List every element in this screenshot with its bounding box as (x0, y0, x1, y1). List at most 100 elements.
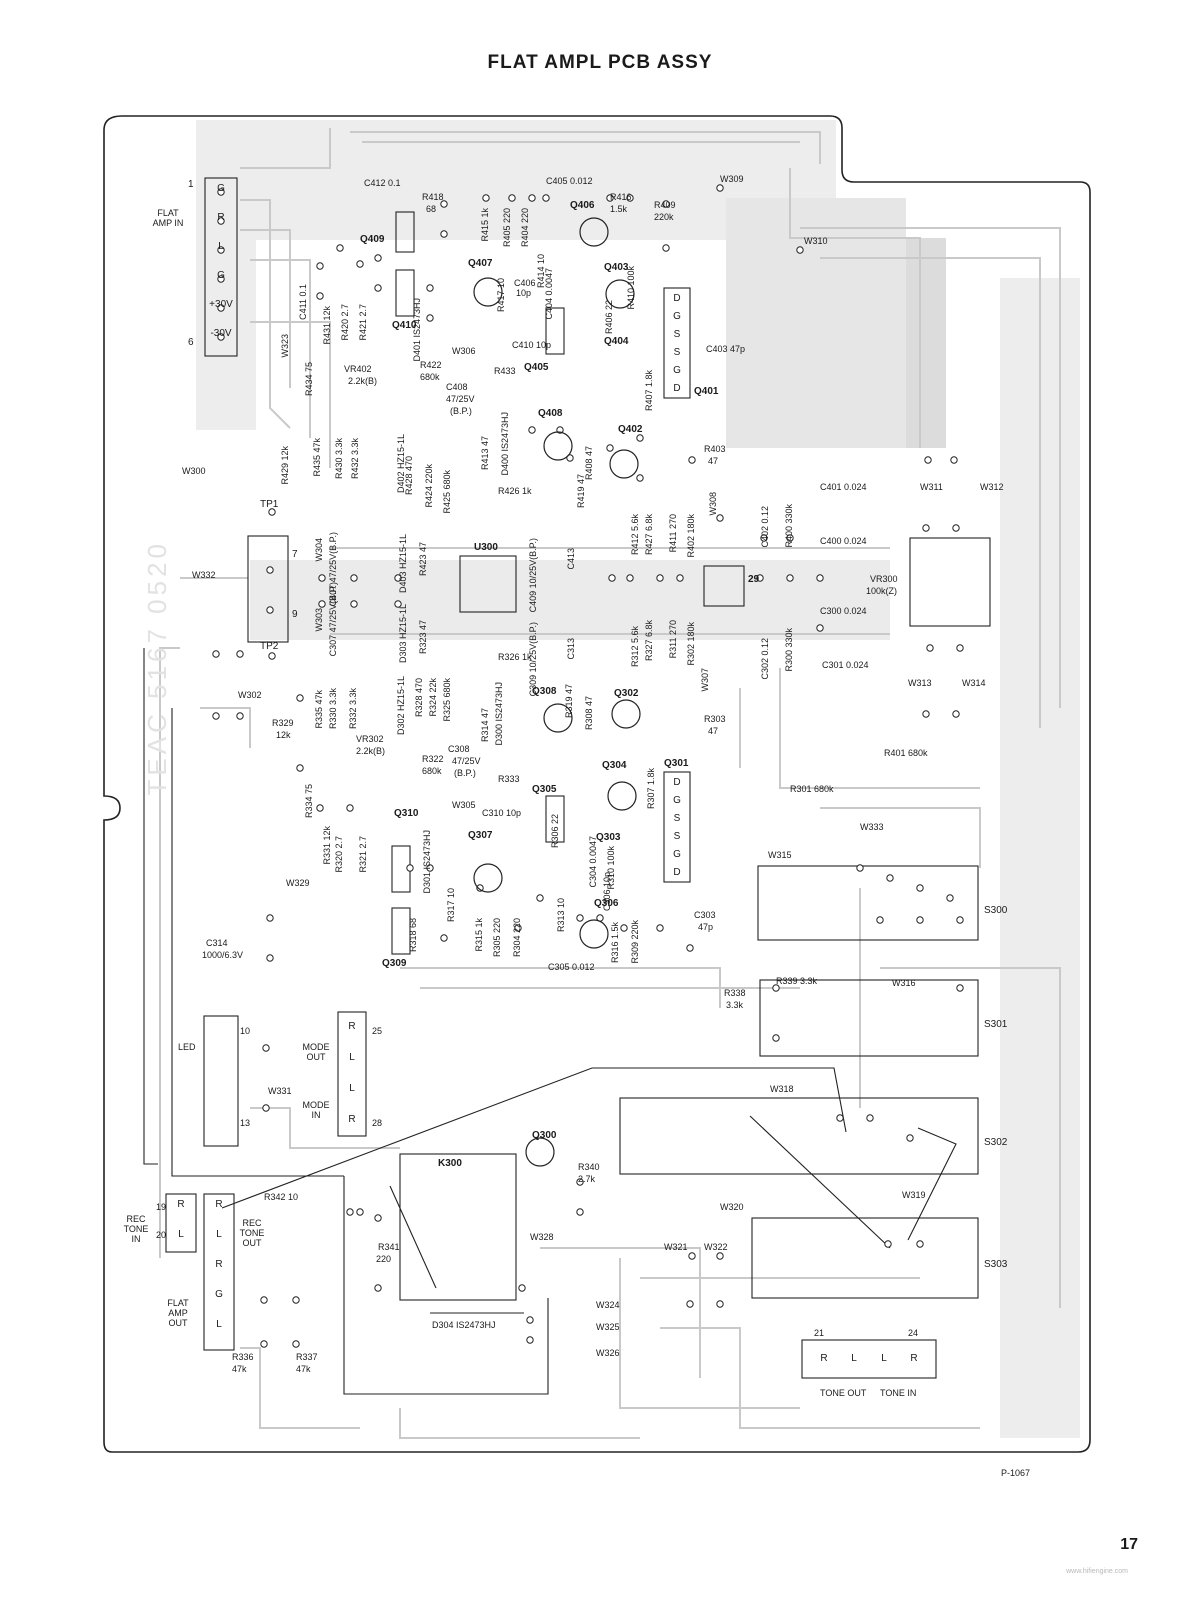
component-label: R306 22 (550, 814, 560, 849)
solder-pad (876, 916, 884, 924)
component-label: R402 180k (686, 514, 696, 558)
solder-pad (440, 200, 448, 208)
component-label: R420 2.7 (340, 304, 350, 341)
solder-pad (836, 1114, 844, 1122)
solder-pad (268, 652, 276, 660)
q405-name: Q405 (524, 362, 549, 373)
rec-tone-out-pin: R (215, 1199, 223, 1210)
component-label: 12k (276, 730, 291, 740)
solder-pad (884, 1240, 892, 1248)
component-label: C412 0.1 (364, 178, 401, 188)
q310-name: Q310 (394, 808, 419, 819)
component-label: W328 (530, 1232, 554, 1242)
solder-pad (518, 1284, 526, 1292)
component-label: W304 (314, 538, 324, 562)
q301-pin: S (673, 831, 681, 842)
transistor-outlines (473, 217, 641, 1167)
solder-pad (924, 456, 932, 464)
component-label: R400 330k (784, 504, 794, 548)
u300-ic (459, 555, 517, 613)
solder-pad (374, 254, 382, 262)
tp-connector (247, 535, 289, 643)
solder-pad (316, 262, 324, 270)
relay-wire (221, 1067, 847, 1209)
rec-tone-out-label: REC TONE OUT (239, 1218, 265, 1248)
component-label: W309 (720, 174, 744, 184)
component-label: D300 IS2473HJ (494, 682, 504, 746)
u300-name: U300 (474, 542, 498, 553)
s301-switch (759, 979, 979, 1057)
component-label: R309 220k (630, 920, 640, 964)
q301-pin: S (673, 813, 681, 824)
copper-trace (200, 707, 251, 748)
solder-pad (217, 304, 225, 312)
connector-flat-amp-in (204, 177, 238, 357)
component-label: 2.2k(B) (356, 746, 386, 756)
q301-pin: D (673, 867, 681, 878)
solder-pad (772, 1034, 780, 1042)
solder-pad (266, 954, 274, 962)
component-label: 68 (426, 204, 437, 214)
component-label: W315 (768, 850, 792, 860)
copper-trace (540, 1247, 701, 1378)
component-label: 10p (516, 288, 532, 298)
solder-pad (688, 456, 696, 464)
solder-pad (636, 474, 644, 482)
copper-trace (399, 1408, 640, 1439)
solder-pad (440, 230, 448, 238)
solder-pad (374, 1284, 382, 1292)
copper-trace (350, 131, 821, 164)
component-label: W314 (962, 678, 986, 688)
component-label: R421 2.7 (358, 304, 368, 341)
component-label: W318 (770, 1084, 794, 1094)
copper-shade (726, 198, 906, 448)
flat-amp-in-pin: -30V (210, 328, 232, 339)
copper-trace (779, 668, 980, 789)
component-label: W319 (902, 1190, 926, 1200)
solder-pad (542, 194, 550, 202)
s300-label: S300 (984, 905, 1008, 916)
component-label: R337 (296, 1352, 318, 1362)
component-label: D304 IS2473HJ (432, 1320, 496, 1330)
component-label: R416 (610, 192, 632, 202)
solder-pad (956, 644, 964, 652)
component-label: W323 (280, 334, 290, 358)
copper-trace (820, 257, 1041, 728)
rec-tone-in-label: REC TONE IN (123, 1214, 149, 1244)
q408-name: Q408 (538, 408, 563, 419)
solder-pad (786, 574, 794, 582)
tone-pin: R (910, 1353, 918, 1364)
s302-switch (619, 1097, 979, 1175)
solder-pad (426, 864, 434, 872)
component-label: R338 (724, 988, 746, 998)
k300-relay (399, 1153, 517, 1301)
solder-pad (760, 534, 768, 542)
component-label: R426 1k (498, 486, 532, 496)
component-label: VR302 (356, 734, 384, 744)
component-label: R407 1.8k (644, 370, 654, 412)
component-label: R332 3.3k (348, 688, 358, 730)
section-outlines (143, 177, 991, 1395)
copper-trace (240, 128, 331, 169)
component-label: C405 0.012 (546, 176, 593, 186)
flat-amp-in-pin: G (217, 183, 225, 194)
mode-pin: L (349, 1083, 355, 1094)
s300-switch (757, 865, 979, 941)
component-label: R330 3.3k (328, 688, 338, 730)
component-label: W308 (708, 492, 718, 516)
page-number: 17 (1120, 1536, 1138, 1553)
solder-pad (296, 694, 304, 702)
q304-name: Q304 (602, 760, 627, 771)
component-label: R307 1.8k (646, 768, 656, 810)
component-label: C310 10p (482, 808, 522, 818)
component-label: R328 470 (414, 678, 424, 718)
solder-pad (426, 284, 434, 292)
transistor-outline (605, 279, 635, 309)
solder-pad (394, 574, 402, 582)
component-label: R415 1k (480, 208, 490, 242)
solder-pad (268, 508, 276, 516)
k300-wire (343, 1176, 549, 1395)
tone-pin-last: 24 (908, 1328, 919, 1338)
component-label: R432 3.3k (350, 438, 360, 480)
s303-label: S303 (984, 1259, 1008, 1270)
